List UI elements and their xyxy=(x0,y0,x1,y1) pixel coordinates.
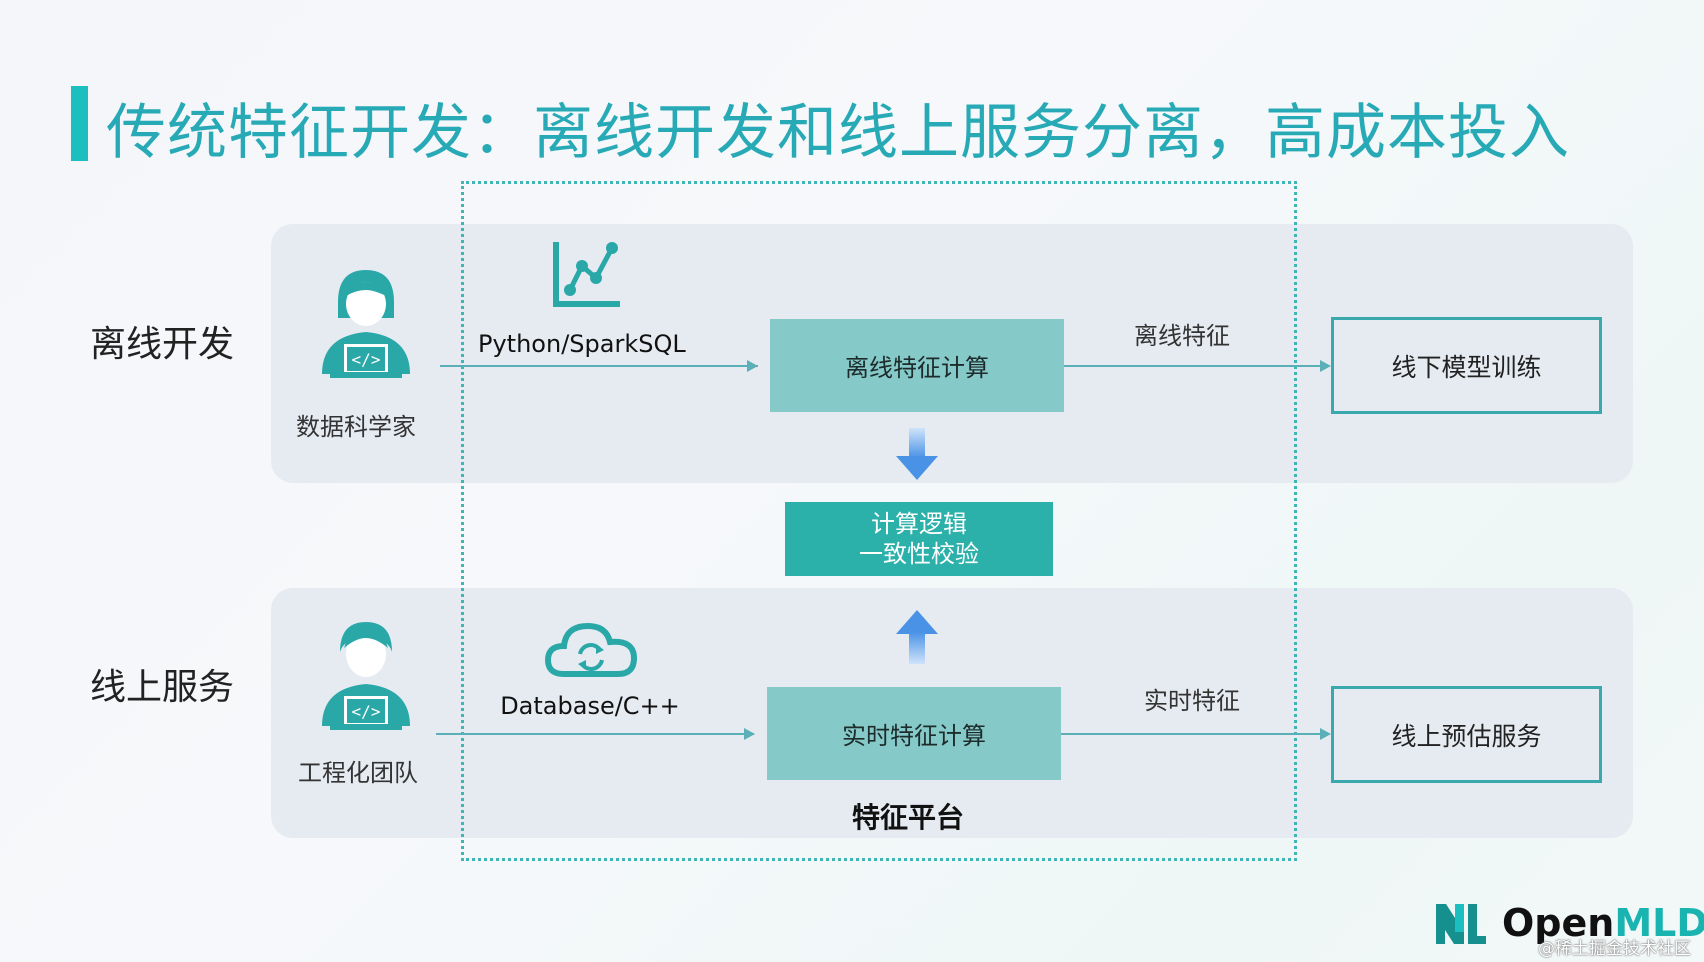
online-input-arrowhead xyxy=(744,728,755,740)
title-accent-bar xyxy=(71,86,88,161)
offline-training-box: 线下模型训练 xyxy=(1331,317,1602,414)
watermark: @稀土掘金技术社区 xyxy=(1538,939,1691,959)
offline-compute-box: 离线特征计算 xyxy=(770,319,1064,412)
arrow-down-icon xyxy=(896,428,938,480)
feature-platform-label: 特征平台 xyxy=(852,801,965,834)
cloud-sync-icon xyxy=(544,622,638,677)
online-compute-box: 实时特征计算 xyxy=(767,687,1061,780)
arrow-up-icon xyxy=(896,610,938,664)
online-output-arrowhead xyxy=(1320,728,1331,740)
offline-row-label: 离线开发 xyxy=(90,324,235,365)
offline-feature-label: 离线特征 xyxy=(1134,322,1230,350)
feature-platform-frame xyxy=(461,181,1297,861)
online-input-arrow-line xyxy=(436,733,754,735)
consistency-check-box: 计算逻辑 一致性校验 xyxy=(785,502,1053,576)
engineer-icon: </> xyxy=(322,622,410,730)
offline-output-arrowhead xyxy=(1320,360,1331,372)
online-output-arrow-line xyxy=(1061,733,1321,735)
consistency-check-line1: 计算逻辑 xyxy=(871,510,967,538)
consistency-check-line2: 一致性校验 xyxy=(859,540,979,568)
page-title: 传统特征开发：离线开发和线上服务分离，高成本投入 xyxy=(106,98,1570,168)
logo-prefix: Open xyxy=(1502,901,1615,945)
online-serving-box: 线上预估服务 xyxy=(1331,686,1602,783)
data-scientist-icon: </> xyxy=(322,270,410,378)
svg-text:</>: </> xyxy=(352,702,381,721)
engineer-label: 工程化团队 xyxy=(298,759,418,787)
realtime-feature-label: 实时特征 xyxy=(1144,687,1240,715)
online-row-label: 线上服务 xyxy=(90,667,235,708)
offline-input-arrow-line xyxy=(440,365,758,367)
offline-input-arrowhead xyxy=(747,360,758,372)
data-scientist-label: 数据科学家 xyxy=(296,413,416,441)
openmldb-logo-icon xyxy=(1436,904,1486,944)
offline-output-arrow-line xyxy=(1064,365,1321,367)
openmldb-logo-text: OpenMLDB xyxy=(1502,901,1704,945)
offline-tech-label: Python/SparkSQL xyxy=(478,330,686,358)
chart-icon xyxy=(553,242,620,307)
online-tech-label: Database/C++ xyxy=(500,692,680,720)
svg-text:</>: </> xyxy=(352,350,381,369)
logo-suffix: MLDB xyxy=(1614,901,1704,945)
